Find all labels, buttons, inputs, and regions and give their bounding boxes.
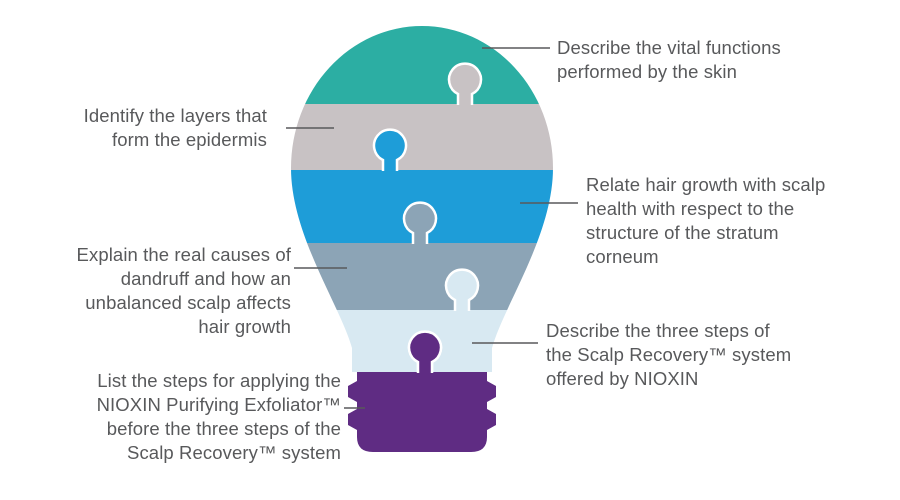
- callout-line: unbalanced scalp affects: [85, 292, 291, 313]
- callout-line: offered by NIOXIN: [546, 368, 699, 389]
- callout-line: corneum: [586, 246, 659, 267]
- callout-scalp-recovery-steps: Describe the three steps of the Scalp Re…: [546, 319, 846, 391]
- callout-line: Describe the vital functions: [557, 37, 781, 58]
- puzzle-knob-blue-icon: [372, 128, 408, 171]
- callout-line: Relate hair growth with scalp: [586, 174, 826, 195]
- puzzle-knob-base-icon: [407, 330, 443, 373]
- callout-line: structure of the stratum: [586, 222, 779, 243]
- callout-line: List the steps for applying the: [97, 370, 341, 391]
- puzzle-knob-slate-icon: [402, 201, 438, 244]
- callout-hair-growth: Relate hair growth with scalp health wit…: [586, 173, 861, 269]
- bulb-band-slate: [291, 243, 553, 310]
- callout-exfoliator-steps: List the steps for applying the NIOXIN P…: [15, 369, 341, 465]
- callout-line: Identify the layers that: [83, 105, 267, 126]
- callout-line: NIOXIN Purifying Exfoliator™: [96, 394, 341, 415]
- callout-line: health with respect to the: [586, 198, 795, 219]
- bulb-base: [348, 372, 496, 452]
- callout-line: the Scalp Recovery™ system: [546, 344, 792, 365]
- callout-line: performed by the skin: [557, 61, 737, 82]
- bulb-band-teal: [291, 26, 553, 104]
- callout-dandruff-causes: Explain the real causes of dandruff and …: [28, 243, 291, 339]
- callout-epidermis-layers: Identify the layers that form the epider…: [30, 104, 267, 152]
- callout-skin-functions: Describe the vital functions performed b…: [557, 36, 857, 84]
- callout-line: Describe the three steps of: [546, 320, 770, 341]
- puzzle-knob-gray-icon: [447, 62, 483, 105]
- bulb-band-gray: [291, 104, 553, 170]
- callout-line: dandruff and how an: [120, 268, 291, 289]
- callout-line: Scalp Recovery™ system: [127, 442, 341, 463]
- callout-line: hair growth: [198, 316, 291, 337]
- callout-line: form the epidermis: [112, 129, 267, 150]
- callout-line: Explain the real causes of: [76, 244, 291, 265]
- puzzle-knob-lightblue-icon: [444, 268, 480, 311]
- callout-line: before the three steps of the: [106, 418, 341, 439]
